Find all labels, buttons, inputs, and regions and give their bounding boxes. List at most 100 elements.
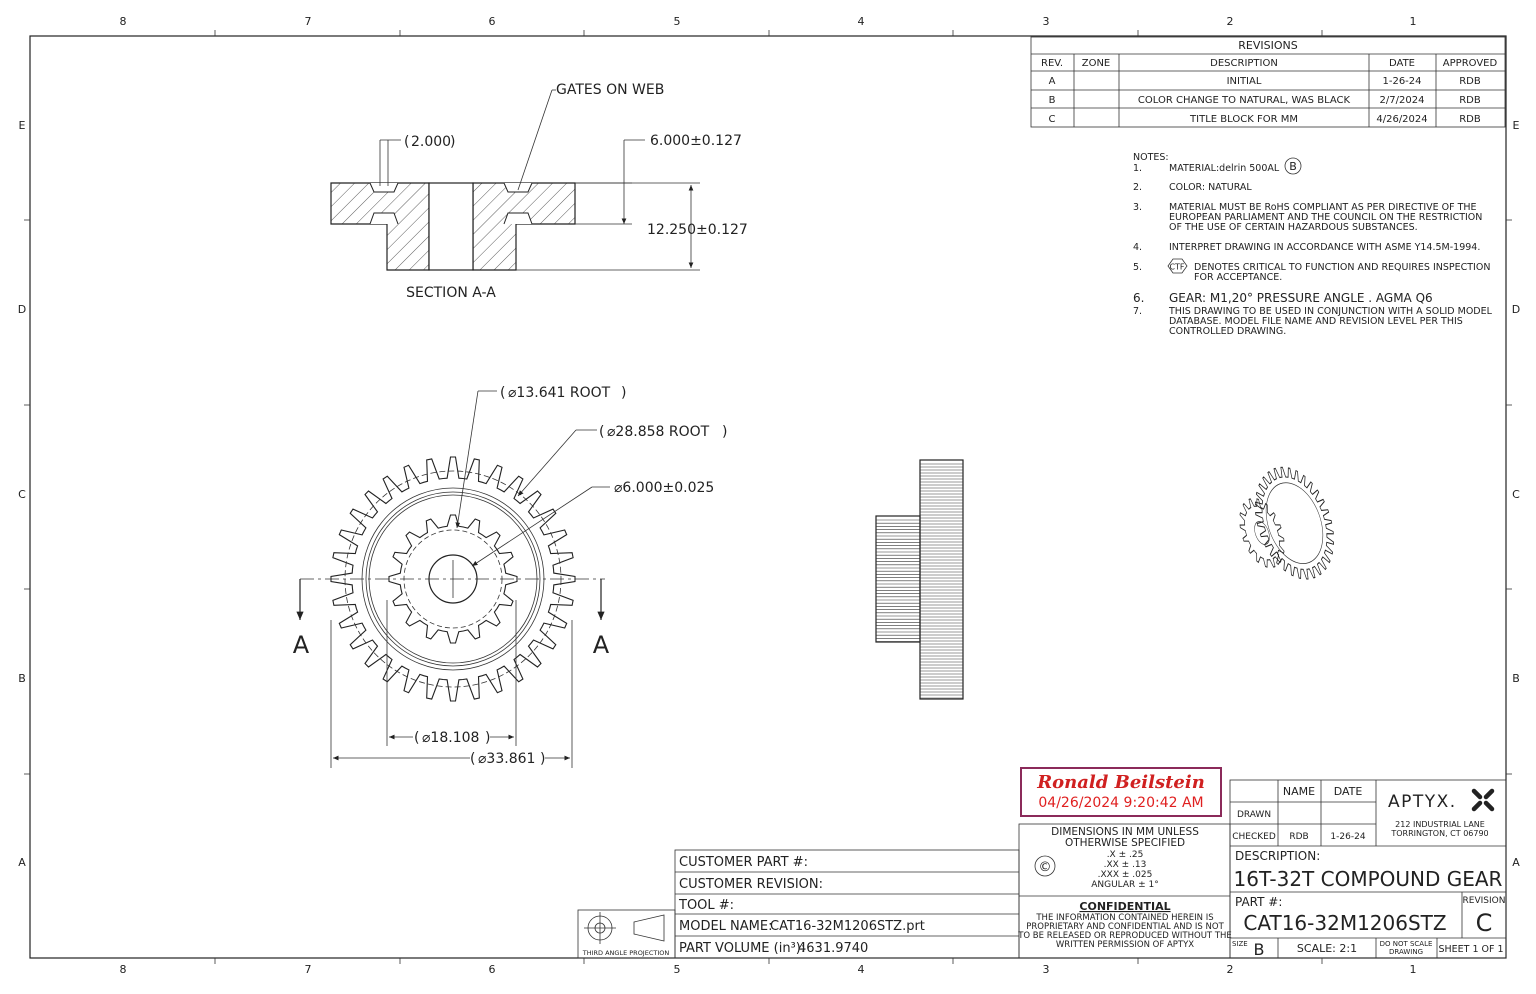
border-col-label: 2 <box>1227 15 1234 28</box>
size-value: B <box>1254 940 1265 959</box>
date-header: DATE <box>1389 58 1415 69</box>
signature-stamp: Ronald Beilstein 04/26/2024 9:20:42 AM <box>1020 767 1222 817</box>
svg-text:): ) <box>485 730 490 746</box>
svg-text:): ) <box>450 134 455 150</box>
border-col-label: 3 <box>1043 963 1050 976</box>
border-row-label: E <box>1513 119 1520 132</box>
border-col-label: 7 <box>305 15 312 28</box>
border-row-label: D <box>18 303 26 316</box>
note-7-number: 7. <box>1133 306 1142 317</box>
cut-plane-label-left: A <box>293 631 310 659</box>
rev-b: B <box>1049 95 1056 106</box>
company-logo-text: APTYX. <box>1388 792 1457 812</box>
description-header: DESCRIPTION <box>1210 58 1278 69</box>
gates-on-web-label: GATES ON WEB <box>556 82 664 98</box>
rev-a-approved: RDB <box>1459 76 1481 87</box>
section-bore <box>428 182 474 271</box>
part-description: 16T-32T COMPOUND GEAR <box>1234 867 1503 891</box>
rev-a-date: 1-26-24 <box>1382 76 1421 87</box>
section-label: SECTION A-A <box>406 285 496 301</box>
rev-c-date: 4/26/2024 <box>1376 114 1427 125</box>
rev-c-approved: RDB <box>1459 114 1481 125</box>
note-3-line-2: EUROPEAN PARLIAMENT AND THE COUNCIL ON T… <box>1169 212 1482 223</box>
note-1: MATERIAL:delrin 500AL <box>1169 163 1280 174</box>
border-row-label: C <box>1512 488 1520 501</box>
svg-text:(: ( <box>414 730 419 746</box>
model-name-label: MODEL NAME: <box>679 919 772 934</box>
projection-cone-icon <box>633 914 665 942</box>
tolerance-xx: .XX ± .13 <box>1104 860 1147 870</box>
description-label: DESCRIPTION: <box>1235 849 1320 863</box>
note-7-line-2: DATABASE. MODEL FILE NAME AND REVISION L… <box>1169 316 1463 327</box>
note-4-number: 4. <box>1133 242 1142 253</box>
customer-part-label: CUSTOMER PART #: <box>679 855 808 870</box>
border-col-label: 3 <box>1043 15 1050 28</box>
revision-label: REVISION <box>1463 896 1506 906</box>
dim-section-depth: 6.000±0.127 <box>650 133 742 149</box>
border-row-label: A <box>1512 856 1520 869</box>
name-header: NAME <box>1283 785 1315 798</box>
note-3-line-1: MATERIAL MUST BE RoHS COMPLIANT AS PER D… <box>1169 202 1477 213</box>
note-5-number: 5. <box>1133 262 1142 273</box>
svg-text:(: ( <box>470 751 475 767</box>
signature-name: Ronald Beilstein <box>1037 772 1205 793</box>
copyright-icon <box>1034 855 1056 877</box>
sheet-number: SHEET 1 OF 1 <box>1438 944 1503 955</box>
note-7-line-1: THIS DRAWING TO BE USED IN CONJUNCTION W… <box>1168 306 1493 317</box>
tolerance-line-1: DIMENSIONS IN MM UNLESS <box>1051 826 1199 838</box>
approved-header: APPROVED <box>1443 58 1498 69</box>
border-col-label: 4 <box>858 963 865 976</box>
notes-heading: NOTES: <box>1133 152 1169 163</box>
large-gear-teeth <box>330 456 576 702</box>
section-left-half <box>330 182 430 271</box>
rev-a: A <box>1049 76 1056 87</box>
tolerance-line-2: OTHERWISE SPECIFIED <box>1065 837 1185 849</box>
tolerance-x: .X ± .25 <box>1107 850 1144 860</box>
projection-box <box>577 909 676 959</box>
border-col-label: 6 <box>489 15 496 28</box>
svg-text:): ) <box>621 385 626 401</box>
checked-label: CHECKED <box>1232 832 1276 842</box>
drawn-label: DRAWN <box>1237 810 1271 820</box>
revisions-table: REVISIONS REV. ZONE DESCRIPTION DATE APP… <box>1030 36 1506 128</box>
confidential-line-4: WRITTEN PERMISSION OF APTYX <box>1056 940 1194 950</box>
revision-letter: C <box>1476 909 1493 937</box>
do-not-scale-line-1: DO NOT SCALE <box>1380 940 1433 948</box>
part-volume-label: PART VOLUME (in³): <box>679 941 805 956</box>
signature-datetime: 04/26/2024 9:20:42 AM <box>1038 795 1204 811</box>
note-2: COLOR: NATURAL <box>1169 182 1252 193</box>
title-block: DIMENSIONS IN MM UNLESS OTHERWISE SPECIF… <box>577 779 1507 959</box>
tolerance-xxx: .XXX ± .025 <box>1098 870 1153 880</box>
dim-section-height: 12.250±0.127 <box>647 222 748 238</box>
dim-bore-diameter: ⌀6.000±0.025 <box>614 480 714 496</box>
svg-text:): ) <box>540 751 545 767</box>
checked-name: RDB <box>1289 832 1308 842</box>
border-row-label: A <box>18 856 26 869</box>
border-row-label: C <box>18 488 26 501</box>
dim-large-od: ⌀33.861 <box>478 751 535 767</box>
tool-label: TOOL #: <box>678 898 734 913</box>
checked-date: 1-26-24 <box>1330 832 1365 842</box>
border-col-label: 8 <box>120 15 127 28</box>
address-line-1: 212 INDUSTRIAL LANE <box>1395 820 1485 829</box>
rev-flag-letter: B <box>1289 160 1297 173</box>
note-5-line-1: DENOTES CRITICAL TO FUNCTION AND REQUIRE… <box>1194 262 1490 273</box>
rev-b-desc: COLOR CHANGE TO NATURAL, WAS BLACK <box>1138 95 1351 106</box>
note-2-number: 2. <box>1133 182 1142 193</box>
border-col-label: 6 <box>489 963 496 976</box>
border-col-label: 7 <box>305 963 312 976</box>
svg-text:): ) <box>722 424 727 440</box>
address-line-2: TORRINGTON, CT 06790 <box>1390 829 1488 838</box>
note-3-number: 3. <box>1133 202 1142 213</box>
svg-text:(: ( <box>599 424 604 440</box>
part-volume-value: 4631.9740 <box>798 941 868 956</box>
border-row-label: B <box>18 672 26 685</box>
border-ticks <box>24 30 1512 964</box>
note-6-number: 6. <box>1133 291 1144 305</box>
note-3-line-3: OF THE USE OF CERTAIN HAZARDOUS SUBSTANC… <box>1169 222 1418 233</box>
ctf-badge-text: CTF <box>1169 263 1184 272</box>
note-6: GEAR: M1,20° PRESSURE ANGLE . AGMA Q6 <box>1169 291 1433 305</box>
small-gear-teeth <box>388 514 518 644</box>
